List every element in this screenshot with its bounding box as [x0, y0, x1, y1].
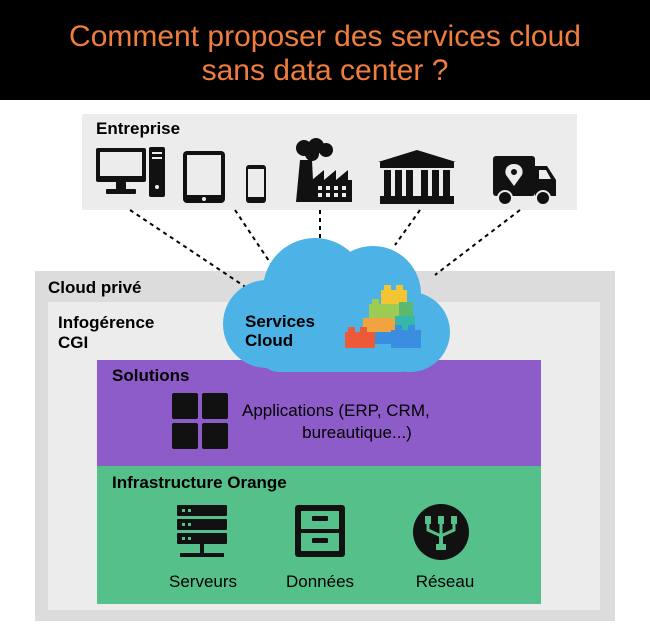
solutions-label: Solutions — [112, 366, 190, 385]
data-cabinet-icon — [295, 505, 345, 557]
bank-building-icon — [378, 150, 456, 204]
title-line-1: Comment proposer des services cloud — [69, 20, 581, 53]
delivery-truck-icon — [493, 156, 556, 206]
applications-text-line-2: bureautique...) — [302, 423, 412, 442]
serveurs-label: Serveurs — [168, 572, 238, 591]
desktop-computer-icon — [96, 147, 165, 197]
apps-grid-icon — [172, 393, 228, 449]
infogerance-label: Infogérence CGI — [58, 313, 155, 352]
cloud-prive-label: Cloud privé — [48, 278, 142, 297]
title-line-2: sans data center ? — [201, 54, 449, 87]
network-icon — [413, 504, 469, 560]
smartphone-icon — [246, 165, 266, 203]
solutions-panel — [97, 360, 541, 466]
title-banner — [0, 0, 650, 100]
tablet-icon — [183, 151, 225, 203]
donnees-label: Données — [285, 572, 355, 591]
entreprise-label: Entreprise — [96, 119, 181, 138]
lego-bricks-icon — [345, 285, 421, 348]
applications-text-line-1: Applications (ERP, CRM, — [242, 401, 430, 420]
factory-icon — [296, 138, 352, 202]
infrastructure-label: Infrastructure Orange — [112, 473, 287, 492]
reseau-label: Réseau — [415, 572, 475, 591]
server-icon — [177, 505, 227, 557]
services-cloud-label: Services Cloud — [245, 312, 315, 350]
